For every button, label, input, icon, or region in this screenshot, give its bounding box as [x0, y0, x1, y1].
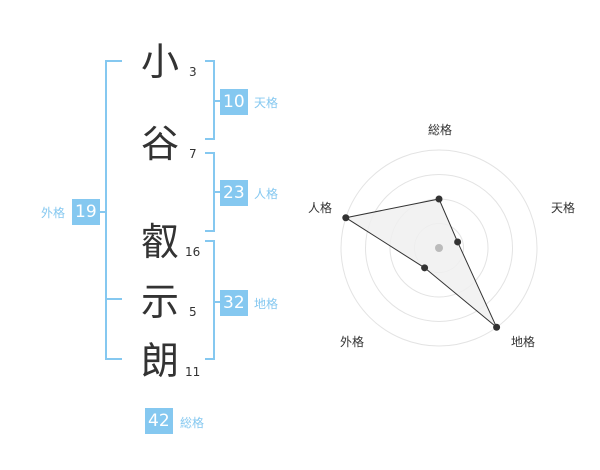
- radar-value-polygon: [344, 198, 498, 328]
- gaikaku-bracket-tick-left: [98, 211, 106, 213]
- radar-axis-label-gaikaku: 外格: [340, 334, 364, 349]
- radar-grid-ring: [340, 149, 538, 347]
- name-char-4: 示: [140, 280, 179, 324]
- radar-axis-label-chikaku: 地格: [511, 334, 535, 349]
- stroke-count-3: 16: [185, 245, 201, 259]
- radar-point: [454, 238, 462, 246]
- stroke-count-4: 5: [189, 305, 197, 319]
- radar-point: [493, 323, 501, 331]
- radar-grid-ring: [365, 174, 513, 322]
- tenkaku-badge: 10: [220, 89, 248, 115]
- gaikaku-badge: 19: [72, 199, 100, 225]
- gaikaku-label: 外格: [41, 206, 66, 220]
- radar-point: [421, 264, 429, 272]
- stroke-count-2: 7: [189, 147, 197, 161]
- gaikaku-bracket-tick-mid: [105, 298, 122, 300]
- radar-axis-label-jinkaku: 人格: [308, 200, 332, 215]
- chikaku-bracket: [205, 240, 215, 360]
- jinkaku-badge: 23: [220, 180, 248, 206]
- soukaku-badge: 42: [145, 408, 173, 434]
- radar-points: [342, 195, 501, 331]
- tenkaku-bracket-tick: [214, 100, 221, 102]
- chikaku-bracket-tick: [214, 301, 221, 303]
- radar-axis-label-soukaku: 総格: [428, 122, 452, 137]
- name-char-3: 叡: [140, 220, 179, 264]
- name-char-1: 小: [140, 40, 179, 84]
- radar-center-dot: [435, 244, 443, 252]
- jinkaku-label: 人格: [254, 187, 279, 201]
- gaikaku-bracket: [105, 60, 122, 360]
- radar-point: [435, 195, 443, 203]
- tenkaku-label: 天格: [254, 96, 279, 110]
- radar-axis-label-tenkaku: 天格: [551, 200, 575, 215]
- radar-point: [342, 214, 350, 222]
- jinkaku-bracket-tick: [214, 191, 221, 193]
- radar-grid: [340, 149, 538, 347]
- chikaku-label: 地格: [254, 297, 279, 311]
- name-char-2: 谷: [140, 122, 179, 166]
- stroke-count-5: 11: [185, 365, 201, 379]
- name-char-5: 朗: [140, 339, 179, 383]
- stroke-count-1: 3: [189, 65, 197, 79]
- soukaku-label: 総格: [180, 416, 205, 430]
- chikaku-badge: 32: [220, 290, 248, 316]
